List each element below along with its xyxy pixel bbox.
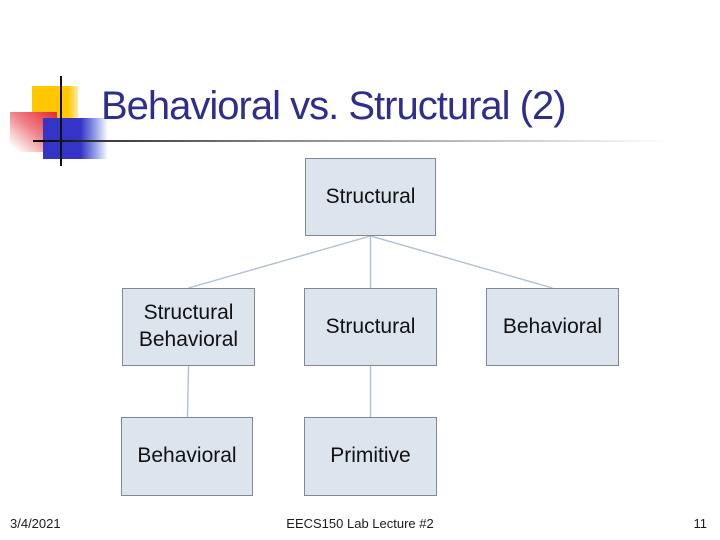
tree-node-structural-root: Structural bbox=[305, 158, 436, 236]
connector-child-left-to-leaf bbox=[186, 365, 190, 418]
slide-title: Behavioral vs. Structural (2) bbox=[101, 84, 567, 128]
tree-node-structural-child: Structural bbox=[304, 288, 437, 366]
connector-root-to-child-left bbox=[188, 235, 371, 289]
footer-date: 3/4/2021 bbox=[10, 516, 61, 531]
blue-gradient-square-decoration bbox=[43, 118, 108, 159]
footer-lecture-title: EECS150 Lab Lecture #2 bbox=[286, 516, 434, 531]
tree-node-behavioral-leaf: Behavioral bbox=[121, 417, 253, 496]
crosshair-vertical-line bbox=[60, 76, 62, 166]
tree-node-structural-behavioral: Structural Behavioral bbox=[122, 288, 255, 366]
tree-node-behavioral-child: Behavioral bbox=[486, 288, 619, 366]
connector-root-to-child-right bbox=[370, 235, 553, 289]
tree-node-primitive-leaf: Primitive bbox=[304, 417, 437, 496]
footer-page-number: 11 bbox=[693, 516, 708, 531]
title-underline-rule bbox=[33, 140, 670, 142]
